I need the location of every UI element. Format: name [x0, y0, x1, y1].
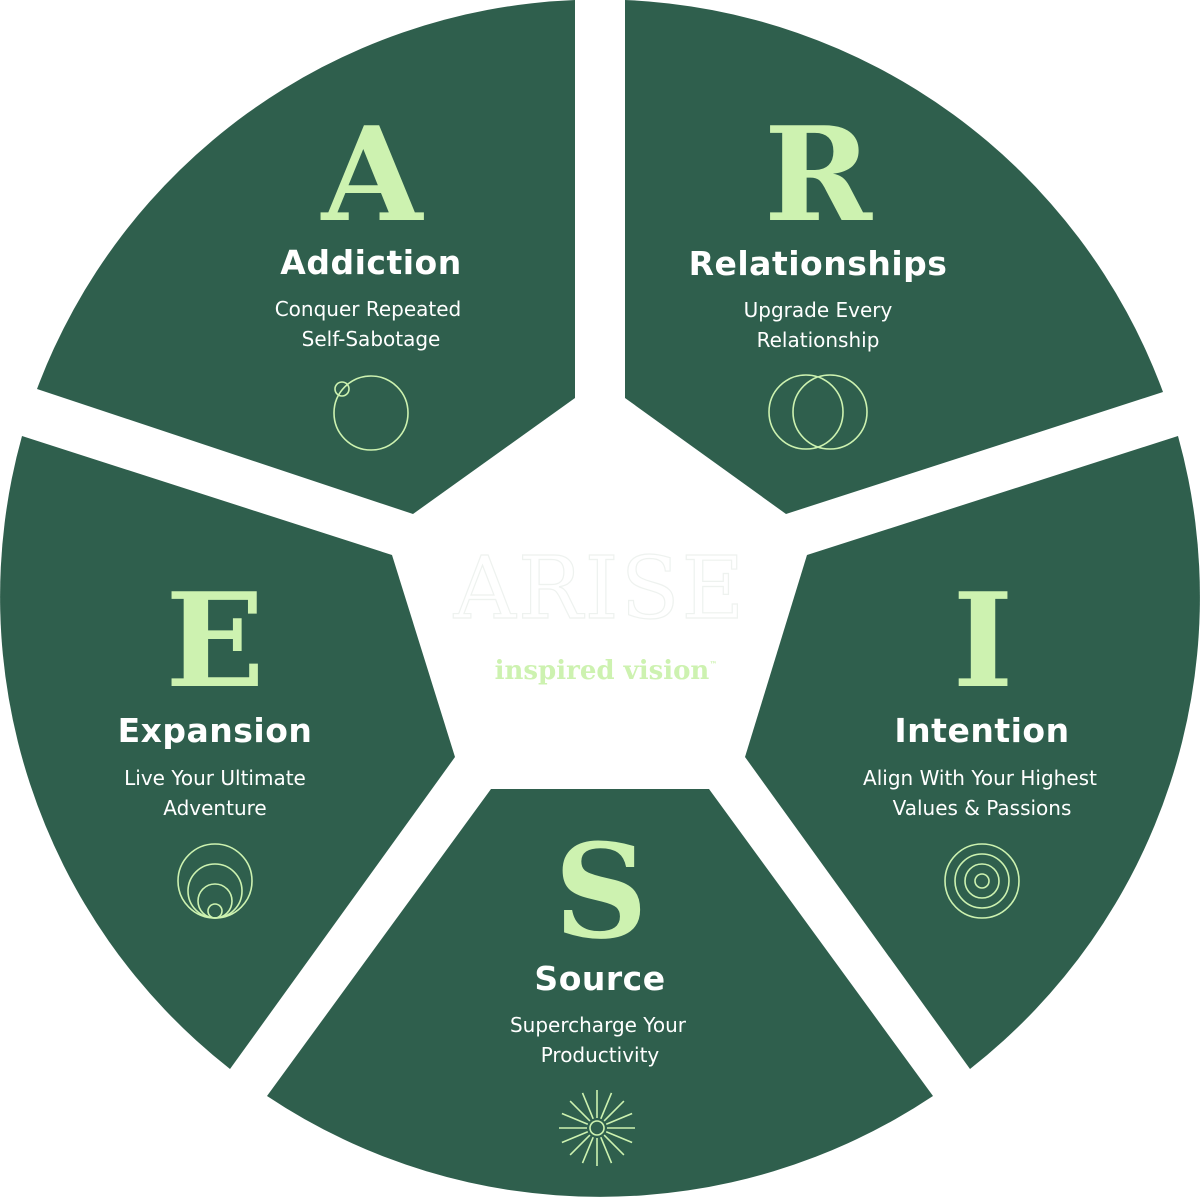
segment-title-intention: Intention — [894, 711, 1069, 750]
sunburst-icon — [559, 1090, 635, 1166]
sunburst-ray — [569, 1134, 591, 1156]
overlapping-circles-icon — [768, 374, 868, 450]
segment-subtitle-line2: Self-Sabotage — [302, 327, 441, 351]
segment-relationships: R Relationships Upgrade Every Relationsh… — [689, 98, 948, 450]
concentric-circles-icon — [944, 843, 1020, 919]
brand-logo-text: inspired vision™ — [495, 656, 718, 686]
orbit-circle-icon — [333, 375, 409, 451]
sunburst-ray — [600, 1136, 613, 1164]
segment-expansion: E Expansion Live Your Ultimate Adventure — [118, 564, 313, 919]
segment-subtitle-line1: Live Your Ultimate — [124, 766, 306, 790]
letter-a: A — [320, 98, 425, 251]
segment-subtitle-line1: Supercharge Your — [510, 1013, 687, 1037]
segment-subtitle-line1: Upgrade Every — [744, 298, 893, 322]
sunburst-ray — [569, 1100, 591, 1122]
brand-name: inspired vision — [495, 656, 710, 686]
segment-title-expansion: Expansion — [118, 711, 313, 750]
segment-title-relationships: Relationships — [689, 244, 948, 283]
letter-s: S — [554, 815, 648, 968]
segment-subtitle-line2: Relationship — [757, 328, 880, 352]
brand-trademark: ™ — [709, 660, 717, 669]
sunburst-ray — [581, 1136, 594, 1164]
segment-subtitle-line1: Align With Your Highest — [863, 766, 1097, 790]
segment-addiction-shape — [37, 0, 575, 514]
segment-subtitle-line2: Values & Passions — [893, 796, 1072, 820]
sunburst-ray — [605, 1112, 633, 1125]
segment-source: S Source Supercharge Your Productivity — [510, 815, 687, 1166]
segment-relationships-shape — [625, 0, 1163, 514]
center-title: ARISE — [453, 539, 747, 639]
segment-source-shape — [267, 789, 933, 1197]
segment-intention: I Intention Align With Your Highest Valu… — [863, 564, 1097, 919]
segment-subtitle-line1: Conquer Repeated — [275, 297, 462, 321]
sunburst-ray — [600, 1092, 613, 1120]
nested-circles-icon — [177, 843, 253, 919]
sunburst-ray — [605, 1131, 633, 1144]
sunburst-ray — [581, 1092, 594, 1120]
sunburst-ray — [603, 1100, 625, 1122]
segment-addiction: A Addiction Conquer Repeated Self-Sabota… — [275, 98, 462, 451]
letter-i: I — [953, 564, 1014, 717]
sunburst-ray — [561, 1112, 589, 1125]
sunburst-ray — [561, 1131, 589, 1144]
segment-title-source: Source — [534, 959, 665, 998]
segment-expansion-shape — [0, 436, 455, 1069]
sunburst-ray — [603, 1134, 625, 1156]
segment-title-addiction: Addiction — [280, 243, 461, 282]
segment-intention-shape — [745, 436, 1200, 1069]
letter-r: R — [764, 98, 873, 251]
letter-e: E — [165, 564, 264, 717]
center-hub: ARISE inspired vision™ — [452, 538, 747, 686]
segment-subtitle-line2: Productivity — [541, 1043, 660, 1067]
segment-subtitle-line2: Adventure — [163, 796, 266, 820]
